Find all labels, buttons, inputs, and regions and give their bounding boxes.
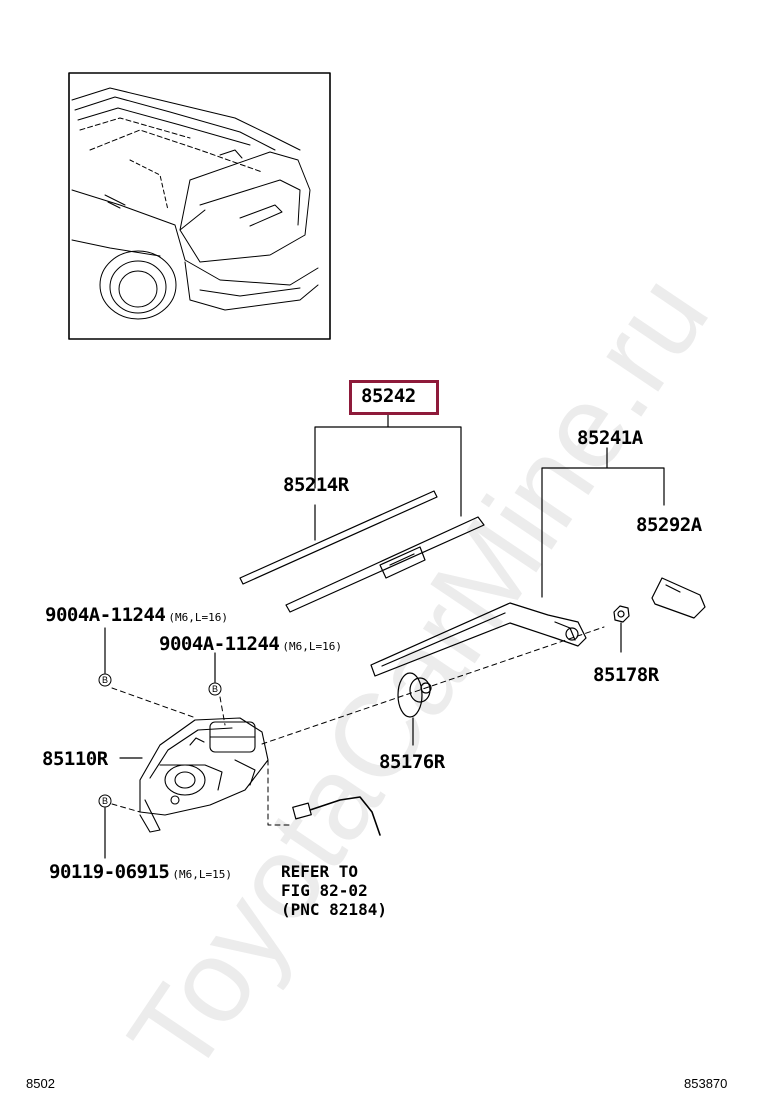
refer-line: (PNC 82184) [281, 900, 387, 919]
bolt-part-number: 9004A-11244 [159, 633, 280, 655]
label-85241a[interactable]: 85241A [577, 427, 643, 449]
label-85292a[interactable]: 85292A [636, 514, 702, 536]
label-85110r[interactable]: 85110R [42, 748, 108, 770]
svg-text:B: B [212, 684, 218, 694]
wiper-blade [285, 516, 485, 613]
bolt-marker-lower: B [98, 794, 112, 808]
label-bolt-upper-left[interactable]: 9004A-11244(M6,L=16) [45, 604, 228, 626]
label-bolt-lower[interactable]: 90119-06915(M6,L=15) [49, 861, 232, 883]
assembly-highlight-box [349, 380, 439, 415]
nut [613, 605, 630, 623]
vehicle-sketch [71, 87, 319, 320]
refer-note[interactable]: REFER TO FIG 82-02 (PNC 82184) [281, 862, 387, 919]
bolt-part-number: 9004A-11244 [45, 604, 166, 626]
label-85176r[interactable]: 85176R [379, 751, 445, 773]
wiper-cap [651, 577, 706, 619]
label-85214r[interactable]: 85214R [283, 474, 349, 496]
wire-harness [292, 796, 381, 836]
assembly-bracket [314, 412, 462, 517]
arm-bracket [541, 447, 665, 598]
bolt-spec: (M6,L=16) [168, 611, 228, 624]
bolt-marker-upper-left: B [98, 673, 112, 687]
wiper-motor [139, 717, 269, 833]
refer-line: FIG 82-02 [281, 881, 368, 900]
vehicle-inset-frame [68, 72, 331, 340]
svg-text:B: B [102, 675, 108, 685]
label-85242[interactable]: 85242 [361, 385, 416, 407]
blade-refill [239, 490, 438, 585]
wiper-arm [370, 602, 587, 677]
bolt-marker-upper-right: B [208, 682, 222, 696]
pivot-cover [397, 672, 432, 718]
bolt-part-number: 90119-06915 [49, 861, 170, 883]
refer-line: REFER TO [281, 862, 359, 881]
figure-number: 8502 [26, 1076, 55, 1091]
bolt-spec: (M6,L=16) [282, 640, 342, 653]
label-bolt-upper-right[interactable]: 9004A-11244(M6,L=16) [159, 633, 342, 655]
label-85178r[interactable]: 85178R [593, 664, 659, 686]
svg-text:B: B [102, 796, 108, 806]
bolt-spec: (M6,L=15) [172, 868, 232, 881]
alignment-lines [111, 626, 605, 826]
illustration-number: 853870 [684, 1076, 728, 1091]
